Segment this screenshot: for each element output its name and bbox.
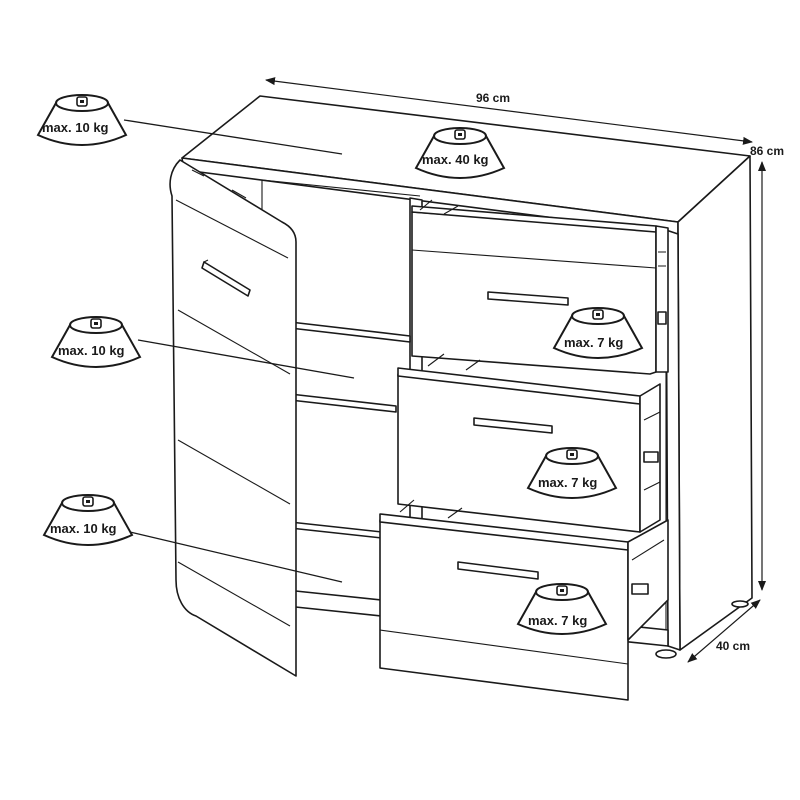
weight-shelf-top: max. 10 kg [36,94,128,146]
weight-label: max. 10 kg [58,343,125,358]
weight-icon [566,449,578,460]
dimension-depth: 40 cm [687,599,761,663]
drawer-3-handle [457,561,539,580]
open-door [169,159,297,677]
dimension-width: 96 cm [265,77,753,145]
weight-label: max. 10 kg [50,521,117,536]
weight-shelf-middle: max. 10 kg [50,316,142,368]
weight-drawer-1: max. 7 kg [552,307,644,359]
door-handle [201,261,251,297]
weight-icon [592,309,604,320]
drawer-2-handle [473,417,553,434]
depth-label: 40 cm [716,639,750,653]
leader-lines [123,119,355,583]
weight-label: max. 7 kg [538,475,597,490]
weight-icon [76,96,88,107]
weight-drawer-2: max. 7 kg [526,447,618,499]
weight-label: max. 7 kg [528,613,587,628]
width-label: 96 cm [476,91,510,105]
weight-shelf-bottom: max. 10 kg [42,494,134,546]
weight-drawer-3: max. 7 kg [516,583,608,635]
drawer-1-handle [487,291,569,306]
weight-icon [90,318,102,329]
weight-icon [454,129,466,140]
dimension-height: 86 cm [750,144,784,591]
weight-label: max. 40 kg [422,152,489,167]
drawer-2 [397,353,661,533]
weight-label: max. 7 kg [564,335,623,350]
height-label: 86 cm [750,144,784,158]
weight-label: max. 10 kg [42,120,109,135]
weight-icon [82,496,94,507]
drawer-3 [379,499,669,701]
weight-icon [556,585,568,596]
weight-top-surface: max. 40 kg [414,127,506,179]
